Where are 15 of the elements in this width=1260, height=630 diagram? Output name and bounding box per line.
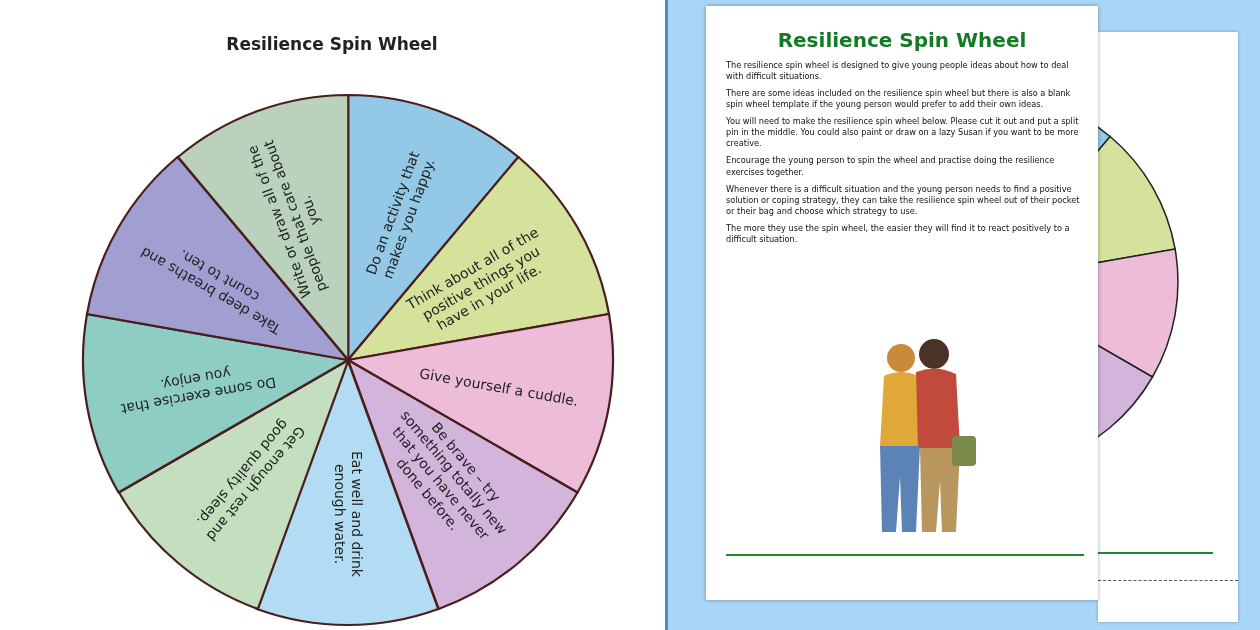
instruction-paragraph: You will need to make the resilience spin wheel below. Please cut it out and put a split pin in the middle. You could also paint or draw on a lazy Susan if you want to be more creative. <box>726 116 1080 150</box>
worksheet-page <box>1098 32 1238 622</box>
instruction-paragraph: There are some ideas included on the resilience spin wheel but there is also a blank spin wheel template if the young person would prefer to add their own ideas. <box>726 88 1072 111</box>
segment-text: Give yourself a cuddle. <box>417 363 582 411</box>
instruction-paragraph: Whenever there is a difficult situation and the young person needs to find a positive solution or coping strategy, they can take the resilience spin wheel out of their pocket or their bag and choose which strategy to use. <box>726 183 1081 217</box>
instruction-paragraph: The resilience spin wheel is designed to give young people ideas about how to deal with difficult situations. <box>726 60 1070 83</box>
instruction-paragraph: Encourage the young person to spin the wheel and practise doing the resilience exercises together. <box>726 155 1056 178</box>
segment-text: Do some exercise that you enjoy. <box>118 363 278 418</box>
instruction-paragraph: The more they use the spin wheel, the easier they will find it to react positively to a difficult situation. <box>726 222 1071 245</box>
page-title: Resilience Spin Wheel <box>225 34 439 54</box>
worksheet-page <box>706 6 1098 600</box>
wheel-segment <box>117 359 349 610</box>
page-title: Resilience Spin Wheel <box>776 28 1028 52</box>
segment-text: Eat well and drink enough water. <box>331 449 366 579</box>
worksheet-page <box>0 0 668 630</box>
